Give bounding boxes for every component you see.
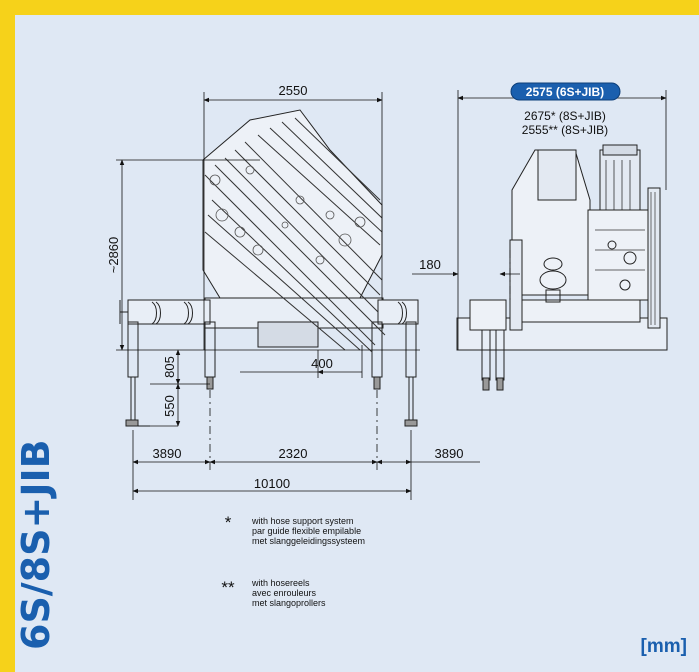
side-title: 6S/8S+JIB <box>4 405 64 655</box>
front-view-crane <box>119 109 419 427</box>
note2-line3: met slangoprollers <box>252 598 326 608</box>
dim-2555: 2555** (8S+JIB) <box>522 123 608 137</box>
dim-3890-right: 3890 <box>435 446 464 461</box>
note1-line2: par guide flexible empilable <box>252 526 361 536</box>
width-badge: 2575 (6S+JIB) <box>510 82 621 101</box>
front-dimension-lines <box>116 92 480 500</box>
note2-line2: avec enrouleurs <box>252 588 317 598</box>
dim-805: 805 <box>162 356 177 378</box>
note-star-single: * <box>225 513 232 532</box>
dim-3890-left: 3890 <box>153 446 182 461</box>
unit-label: [mm] <box>640 636 687 657</box>
dim-400: 400 <box>311 356 333 371</box>
side-view-crane <box>456 144 668 391</box>
legend-notes: * with hose support system par guide fle… <box>221 513 365 608</box>
dim-2320: 2320 <box>279 446 308 461</box>
note1-line3: met slanggeleidingssysteem <box>252 536 365 546</box>
dim-10100: 10100 <box>254 476 290 491</box>
side-title-text: 6S/8S+JIB <box>14 439 58 650</box>
note-star-double: ** <box>221 578 235 597</box>
dim-2675: 2675* (8S+JIB) <box>524 109 606 123</box>
front-dimension-labels: 2550 ~2860 805 550 400 3890 2320 3890 10… <box>106 83 463 491</box>
dim-180: 180 <box>419 257 441 272</box>
dim-2550: 2550 <box>279 83 308 98</box>
dim-2575-badge: 2575 (6S+JIB) <box>526 85 604 99</box>
dim-550: 550 <box>162 395 177 417</box>
note2-line1: with hosereels <box>251 578 310 588</box>
dim-2860: ~2860 <box>106 237 121 274</box>
note1-line1: with hose support system <box>251 516 354 526</box>
